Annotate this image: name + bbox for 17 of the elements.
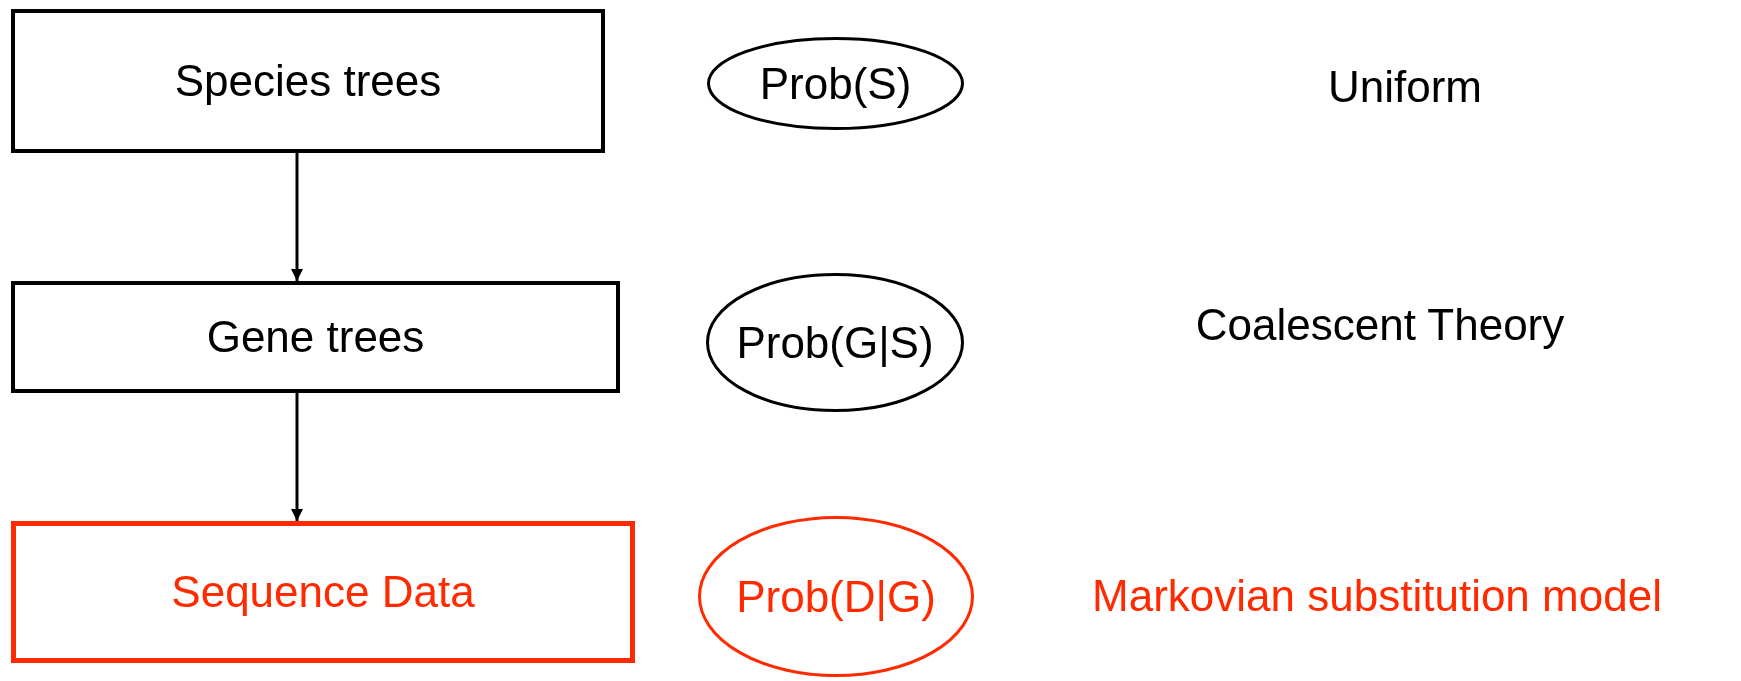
node-label: Prob(G|S) bbox=[736, 317, 934, 368]
process-box bbox=[11, 9, 605, 153]
node-label: Prob(D|G) bbox=[736, 571, 936, 622]
model-label: Markovian substitution model bbox=[1092, 571, 1662, 621]
model-label: Coalescent Theory bbox=[1195, 300, 1565, 350]
probability-ellipse bbox=[706, 273, 964, 412]
probability-ellipse bbox=[698, 516, 974, 677]
probability-ellipse bbox=[707, 37, 964, 130]
node-label: Gene trees bbox=[206, 312, 425, 362]
node-label: Prob(S) bbox=[759, 58, 912, 109]
process-box bbox=[11, 521, 635, 663]
node-label: Species trees bbox=[174, 56, 442, 106]
arrow bbox=[291, 153, 303, 281]
process-box bbox=[11, 281, 620, 393]
model-label: Uniform bbox=[1328, 62, 1482, 112]
arrow bbox=[291, 393, 303, 521]
node-label: Sequence Data bbox=[171, 567, 475, 617]
